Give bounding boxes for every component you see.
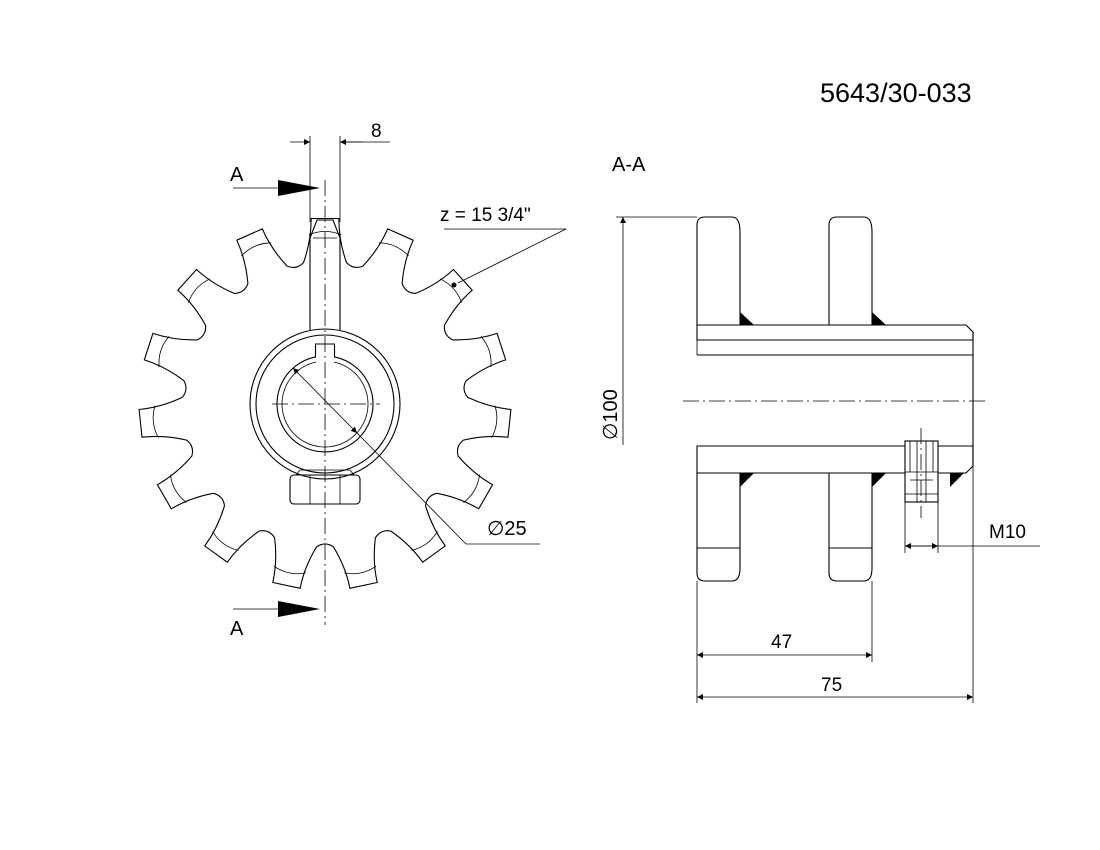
tooth-tips	[152, 231, 498, 575]
key-width-dim: 8	[371, 121, 382, 142]
length-75-dim: 75	[821, 675, 842, 696]
tooth-chamfer	[411, 531, 438, 551]
bore-with-keyway	[276, 343, 374, 453]
tooth-chamfer	[212, 531, 239, 551]
cut-label-top: A	[230, 164, 244, 186]
tooth-chamfer	[241, 242, 271, 257]
right-plate-upper	[828, 216, 873, 326]
cut-arrow-top	[278, 180, 320, 196]
tooth-chamfer	[463, 474, 480, 503]
hub-upper-wall	[696, 324, 974, 341]
bore-dim: ∅25	[487, 518, 527, 540]
tooth-chamfer	[491, 405, 498, 438]
weld-4	[872, 473, 886, 487]
tooth-chamfer	[344, 565, 377, 575]
weld-1	[740, 312, 754, 325]
tooth-chamfer	[188, 278, 211, 303]
tooth-chamfer	[439, 278, 462, 303]
weld-5	[950, 473, 964, 487]
left-plate-upper	[696, 216, 741, 326]
tooth-chamfer	[480, 336, 492, 368]
tooth-chamfer	[379, 242, 409, 257]
teeth-note: z = 15 3/4"	[440, 205, 531, 226]
bore-dim-line	[292, 367, 358, 434]
left-plate-lower	[696, 472, 741, 549]
cut-arrow-bottom	[278, 601, 320, 617]
diameter-dim: ∅100	[600, 389, 622, 440]
section-view: A-A	[600, 154, 1040, 703]
sprocket-front-view: A A 8 z = 15 3/4" ∅25	[138, 121, 567, 640]
tooth-chamfer	[273, 565, 306, 575]
section-label: A-A	[612, 154, 646, 176]
weld-3	[740, 473, 754, 487]
tooth-chamfer	[170, 474, 187, 503]
right-plate-lower	[828, 472, 873, 549]
set-screw-section	[904, 440, 939, 503]
drawing-number: 5643/30-033	[820, 78, 972, 108]
cut-label-bottom: A	[230, 618, 244, 640]
weld-2	[872, 312, 886, 325]
tooth-chamfer	[158, 336, 170, 368]
sprocket-outline	[138, 217, 512, 589]
tooth-chamfer	[152, 405, 159, 438]
thread-dim: M10	[989, 522, 1026, 543]
length-47-dim: 47	[771, 632, 792, 653]
